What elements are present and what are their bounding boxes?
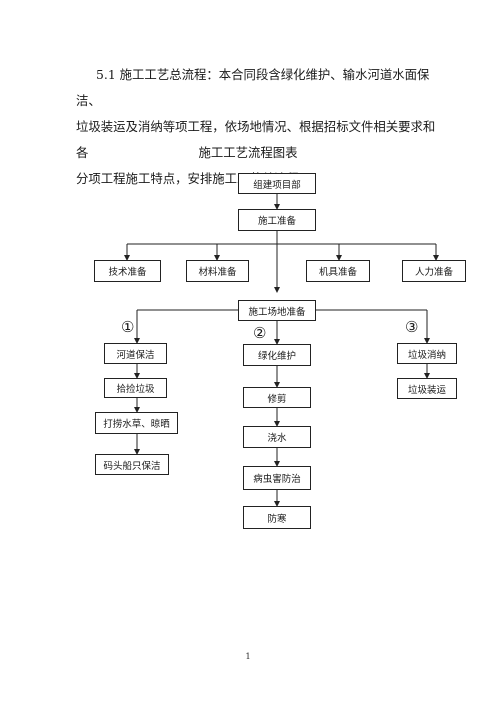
flow-box-garbage-disposal: 垃圾消纳 [397, 343, 457, 364]
marker-three: ③ [405, 318, 419, 336]
marker-two: ② [253, 324, 267, 342]
marker-one: ① [121, 318, 135, 336]
flow-box-construction-prep: 施工准备 [238, 209, 316, 231]
flow-box-salvage-weeds: 打捞水草、晾晒 [95, 412, 178, 434]
flow-box-equipment-prep: 机具准备 [306, 260, 370, 282]
paragraph-line: 垃圾装运及消纳等项工程，依场地情况、根据招标文件相关要求和各 [76, 119, 436, 160]
flow-box-greening-maintenance: 绿化维护 [243, 344, 311, 366]
paragraph-line: 5.1 施工工艺总流程：本合同段含绿化维护、输水河道水面保洁、 [76, 67, 430, 108]
flow-box-form-project-team: 组建项目部 [238, 173, 316, 194]
page-number: 1 [245, 652, 251, 661]
flow-box-site-prep: 施工场地准备 [238, 300, 316, 321]
flow-box-pruning: 修剪 [243, 387, 311, 408]
flow-box-pick-garbage: 拾捡垃圾 [104, 378, 167, 398]
flow-box-dock-boat-cleaning: 码头船只保洁 [95, 454, 169, 475]
intro-paragraph: 5.1 施工工艺总流程：本合同段含绿化维护、输水河道水面保洁、 垃圾装运及消纳等… [76, 62, 436, 192]
flow-box-watering: 浇水 [243, 426, 311, 448]
flow-box-material-prep: 材料准备 [186, 260, 249, 282]
flow-box-tech-prep: 技术准备 [94, 260, 161, 282]
flowchart-title: 施工工艺流程图表 [198, 145, 298, 160]
flow-box-pest-control: 病虫害防治 [243, 466, 311, 490]
flow-box-river-cleaning: 河道保洁 [104, 343, 167, 364]
flow-box-labor-prep: 人力准备 [402, 260, 466, 282]
flow-box-cold-protection: 防寒 [243, 506, 311, 529]
flow-box-garbage-loading: 垃圾装运 [397, 378, 457, 399]
